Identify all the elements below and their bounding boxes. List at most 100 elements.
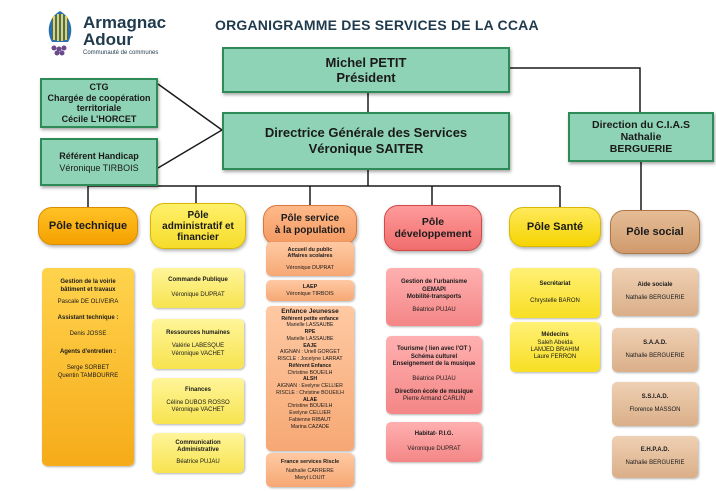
ctg-box: CTG Chargée de coopération territoriale … [40, 78, 158, 128]
pole-population: Pôle service à la population [263, 205, 357, 245]
pole-admin-label1: Pôle [187, 209, 209, 221]
pole-population-label1: Pôle service [280, 213, 340, 224]
population-enfance-l8: Référent Enfance [288, 362, 332, 369]
admin-rh-title: Ressources humaines [166, 329, 230, 336]
logo: Armagnac Adour Communauté de communes [40, 8, 200, 58]
population-enfance-l6: AIGNAN : Uriell GORGET [280, 349, 340, 356]
social-card-aide: Aide sociale Nathalie BERGUERIE [612, 268, 698, 316]
dev-tourisme-t3: Enseignement de la musique [392, 361, 476, 368]
dev-tourisme-t2: Schéma culturel [410, 353, 458, 360]
technique-n2: Denis JOSSE [69, 331, 107, 337]
population-enfance-l9: Christine BOUEILH [287, 369, 333, 376]
dgs-role: Directrice Générale des Services [264, 125, 468, 140]
population-enfance-l1: Référent petite enfance [281, 315, 339, 322]
population-accueil-t1: Accueil du public [287, 246, 333, 253]
pole-technique: Pôle technique [38, 207, 138, 245]
pole-social-label: Pôle social [626, 226, 684, 238]
population-france-n2: Meryl LOUIT [294, 474, 326, 481]
admin-card-communication: Communication Administrative Béatrice PU… [152, 433, 244, 473]
dev-tourisme-n2: Pierre Armand CARLIN [402, 396, 466, 403]
sante-medecins-n3: Laure FERRON [533, 354, 577, 361]
admin-comm-name: Béatrice PUJAU [176, 458, 220, 465]
population-card-france-services: France services Riscle Nathalie CARRERE … [266, 453, 354, 487]
logo-name-line1: Armagnac [83, 13, 167, 32]
social-aide-name: Nathalie BERGUERIE [625, 295, 685, 301]
social-ehpad-title: E.H.P.A.D. [640, 446, 670, 453]
dev-tourisme-t1: Tourisme ( lien avec l'OT ) [396, 346, 471, 353]
dev-card-urbanisme: Gestion de l'urbanisme GEMAPI Mobilité-t… [386, 268, 482, 326]
admin-card-rh: Ressources humaines Valérie LABESQUE Vér… [152, 319, 244, 369]
technique-t1: Gestion de la voirie [60, 279, 116, 285]
admin-finances-name2: Véronique VACHET [171, 407, 225, 414]
technique-n1: Pascale DE OLIVEIRA [57, 299, 119, 305]
population-card-enfance: Enfance Jeunesse Référent petite enfance… [266, 306, 354, 451]
dev-tourisme-n1: Béatrice PUJAU [412, 375, 456, 382]
pole-dev-label2: développement [394, 228, 472, 240]
social-ssiad-title: S.S.I.A.D. [641, 393, 669, 400]
population-card-accueil: Accueil du public Affaires scolaires Vér… [266, 242, 354, 276]
population-enfance-l5: EAJE [303, 342, 317, 349]
dgs-box: Directrice Générale des Services Véroniq… [222, 112, 510, 170]
admin-finances-title: Finances [184, 387, 211, 394]
cias-name1: Nathalie [620, 131, 662, 143]
cias-box: Direction du C.I.A.S Nathalie BERGUERIE [568, 112, 714, 162]
handicap-name: Véronique TIRBOIS [59, 163, 139, 173]
ctg-line2: territoriale [76, 103, 122, 113]
dev-urba-t3: Mobilité-transports [406, 294, 462, 300]
ctg-name: Cécile L'HORCET [61, 113, 137, 124]
admin-card-finances: Finances Céline DUBOS ROSSO Véronique VA… [152, 378, 244, 424]
handicap-box: Référent Handicap Véronique TIRBOIS [40, 138, 158, 186]
cias-title: Direction du C.I.A.S [591, 119, 690, 131]
social-ehpad-name: Nathalie BERGUERIE [625, 460, 685, 466]
admin-comm-title2: Administrative [177, 447, 219, 454]
sante-medecins-n1: Saleh Abeida [537, 339, 573, 346]
pole-admin: Pôle administratif et financier [150, 203, 246, 249]
admin-card-commande: Commande Publique Véronique DUPRAT [152, 268, 244, 308]
social-saad-title: S.A.A.D. [643, 339, 667, 346]
population-accueil-name: Véronique DUPRAT [286, 264, 334, 271]
dev-habitat-title: Habitat- P.I.G. [414, 431, 454, 438]
technique-n3: Serge SORBET [66, 365, 110, 371]
technique-t3: Assistant technique : [57, 315, 119, 321]
population-enfance-l4: Marielle LASSAUBE [286, 335, 334, 342]
ctg-line1: Chargée de coopération [47, 92, 151, 103]
logo-name-line2: Adour [83, 30, 134, 49]
dev-tourisme-t4: Direction école de musique [394, 388, 474, 395]
population-enfance-l10: ALSH [302, 376, 318, 383]
population-enfance-title: Enfance Jeunesse [281, 308, 339, 315]
population-enfance-l15: Evelyne CELLIER [289, 410, 331, 416]
dev-habitat-name: Véronique DUPRAT [407, 445, 461, 452]
population-enfance-l7: RISCLE : Jocelyne LARRAT [277, 356, 343, 362]
pole-social: Pôle social [610, 210, 700, 254]
pole-sante: Pôle Santé [509, 207, 601, 247]
president-box: Michel PETIT Président [222, 47, 510, 93]
sante-card-secretariat: Secrétariat Chrystelle BARON [510, 268, 600, 318]
population-laep-name: Véronique TIRBOIS [286, 290, 334, 297]
population-enfance-l16: Fabienne RIBAUT [288, 416, 332, 423]
logo-emblem-icon [48, 11, 72, 56]
social-card-ssiad: S.S.I.A.D. Florence MASSON [612, 382, 698, 426]
population-enfance-l3: RPE [304, 329, 316, 335]
dev-card-tourisme: Tourisme ( lien avec l'OT ) Schéma cultu… [386, 336, 482, 414]
sante-secretariat-title: Secrétariat [539, 281, 571, 288]
admin-rh-name2: Véronique VACHET [171, 350, 225, 357]
admin-commande-title: Commande Publique [168, 276, 228, 283]
technique-t4: Agents d'entretien : [59, 349, 117, 355]
pole-developpement: Pôle développement [384, 205, 482, 251]
population-enfance-l14: Christine BOUEILH [287, 403, 333, 410]
admin-commande-name: Véronique DUPRAT [171, 292, 225, 298]
pole-sante-label: Pôle Santé [526, 221, 584, 233]
population-france-n1: Nathalie CARRERE [286, 468, 334, 475]
dgs-name: Véronique SAITER [308, 141, 424, 156]
pole-admin-label2: administratif et [162, 220, 234, 232]
population-france-title: France services Riscle [280, 458, 340, 465]
sante-secretariat-name: Chrystelle BARON [530, 297, 580, 304]
population-enfance-l2: Marielle LASSAUBE [286, 322, 334, 329]
population-accueil-t2: Affaires scolaires [287, 253, 333, 260]
president-role: Président [336, 70, 396, 85]
sante-card-medecins: Médecins Saleh Abeida LAMJED BRAHIM Laur… [510, 322, 600, 372]
population-card-laep: LAEP Véronique TIRBOIS [266, 280, 354, 301]
social-card-ehpad: E.H.P.A.D. Nathalie BERGUERIE [612, 436, 698, 478]
dev-urba-t1: Gestion de l'urbanisme [400, 279, 468, 286]
